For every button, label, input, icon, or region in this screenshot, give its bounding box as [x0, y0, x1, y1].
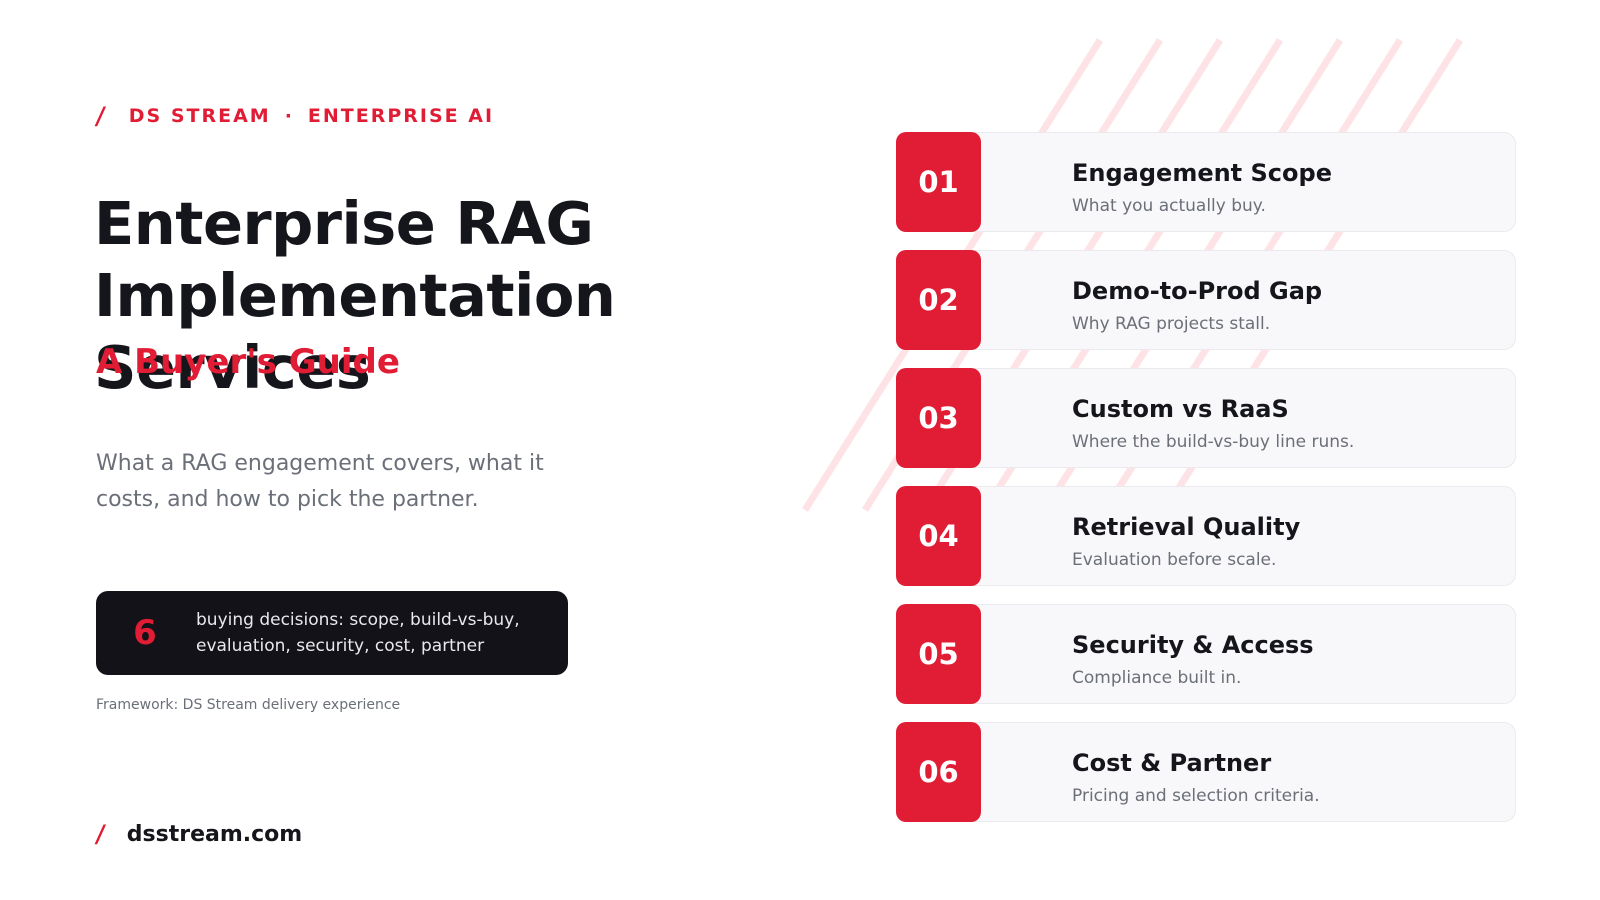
topic-title: Demo-to-Prod Gap: [1072, 277, 1323, 305]
footer-domain-link[interactable]: dsstream.com: [126, 821, 303, 847]
topic-subtitle: Why RAG projects stall.: [1072, 314, 1271, 334]
stat-text: buying decisions: scope, build-vs-buy, e…: [196, 610, 520, 656]
slash-mark-icon: /: [94, 102, 109, 130]
topic-title: Cost & Partner: [1072, 749, 1272, 777]
topic-item: Retrieval Quality Evaluation before scal…: [896, 486, 1516, 586]
topic-title: Engagement Scope: [1072, 159, 1332, 187]
title-line-2: Implementation Services: [94, 261, 616, 402]
topic-number-badge: 04: [896, 486, 981, 586]
eyebrow-separator: ·: [284, 105, 294, 127]
topic-card: Retrieval Quality Evaluation before scal…: [956, 486, 1516, 586]
topic-item: Cost & Partner Pricing and selection cri…: [896, 722, 1516, 822]
topic-number-badge: 05: [896, 604, 981, 704]
topic-subtitle: Where the build-vs-buy line runs.: [1072, 432, 1355, 452]
page-description: What a RAG engagement covers, what it co…: [96, 451, 544, 512]
topic-title: Retrieval Quality: [1072, 513, 1301, 541]
topic-number-badge: 02: [896, 250, 981, 350]
topic-title: Custom vs RaaS: [1072, 395, 1289, 423]
topic-subtitle: Pricing and selection criteria.: [1072, 786, 1320, 806]
topic-number-badge: 06: [896, 722, 981, 822]
page-subtitle: A Buyer's Guide: [96, 342, 400, 382]
title-line-1: Enterprise RAG: [94, 189, 594, 258]
brand-label: DS STREAM: [128, 105, 271, 127]
topic-list: Engagement Scope What you actually buy. …: [896, 132, 1516, 840]
topic-subtitle: Compliance built in.: [1072, 668, 1242, 688]
eyebrow: / DS STREAM · ENTERPRISE AI: [94, 102, 495, 130]
slash-mark-icon: /: [94, 820, 107, 848]
topic-card: Security & Access Compliance built in.: [956, 604, 1516, 704]
topic-card: Custom vs RaaS Where the build-vs-buy li…: [956, 368, 1516, 468]
topic-card: Cost & Partner Pricing and selection cri…: [956, 722, 1516, 822]
topic-number-badge: 03: [896, 368, 981, 468]
footer: / dsstream.com: [94, 820, 303, 848]
stat-number: 6: [133, 613, 157, 653]
topic-subtitle: What you actually buy.: [1072, 196, 1266, 216]
topic-item: Demo-to-Prod Gap Why RAG projects stall.…: [896, 250, 1516, 350]
page-title: Enterprise RAG Implementation Services: [94, 188, 854, 404]
topic-item: Custom vs RaaS Where the build-vs-buy li…: [896, 368, 1516, 468]
topic-item: Engagement Scope What you actually buy. …: [896, 132, 1516, 232]
topic-number-badge: 01: [896, 132, 981, 232]
topic-card: Engagement Scope What you actually buy.: [956, 132, 1516, 232]
topic-subtitle: Evaluation before scale.: [1072, 550, 1277, 570]
topic-item: Security & Access Compliance built in. 0…: [896, 604, 1516, 704]
topic-card: Demo-to-Prod Gap Why RAG projects stall.: [956, 250, 1516, 350]
framework-caption: Framework: DS Stream delivery experience: [96, 697, 401, 713]
topic-title: Security & Access: [1072, 631, 1314, 659]
category-label: ENTERPRISE AI: [307, 105, 495, 127]
stat-box: 6 buying decisions: scope, build-vs-buy,…: [96, 591, 568, 675]
